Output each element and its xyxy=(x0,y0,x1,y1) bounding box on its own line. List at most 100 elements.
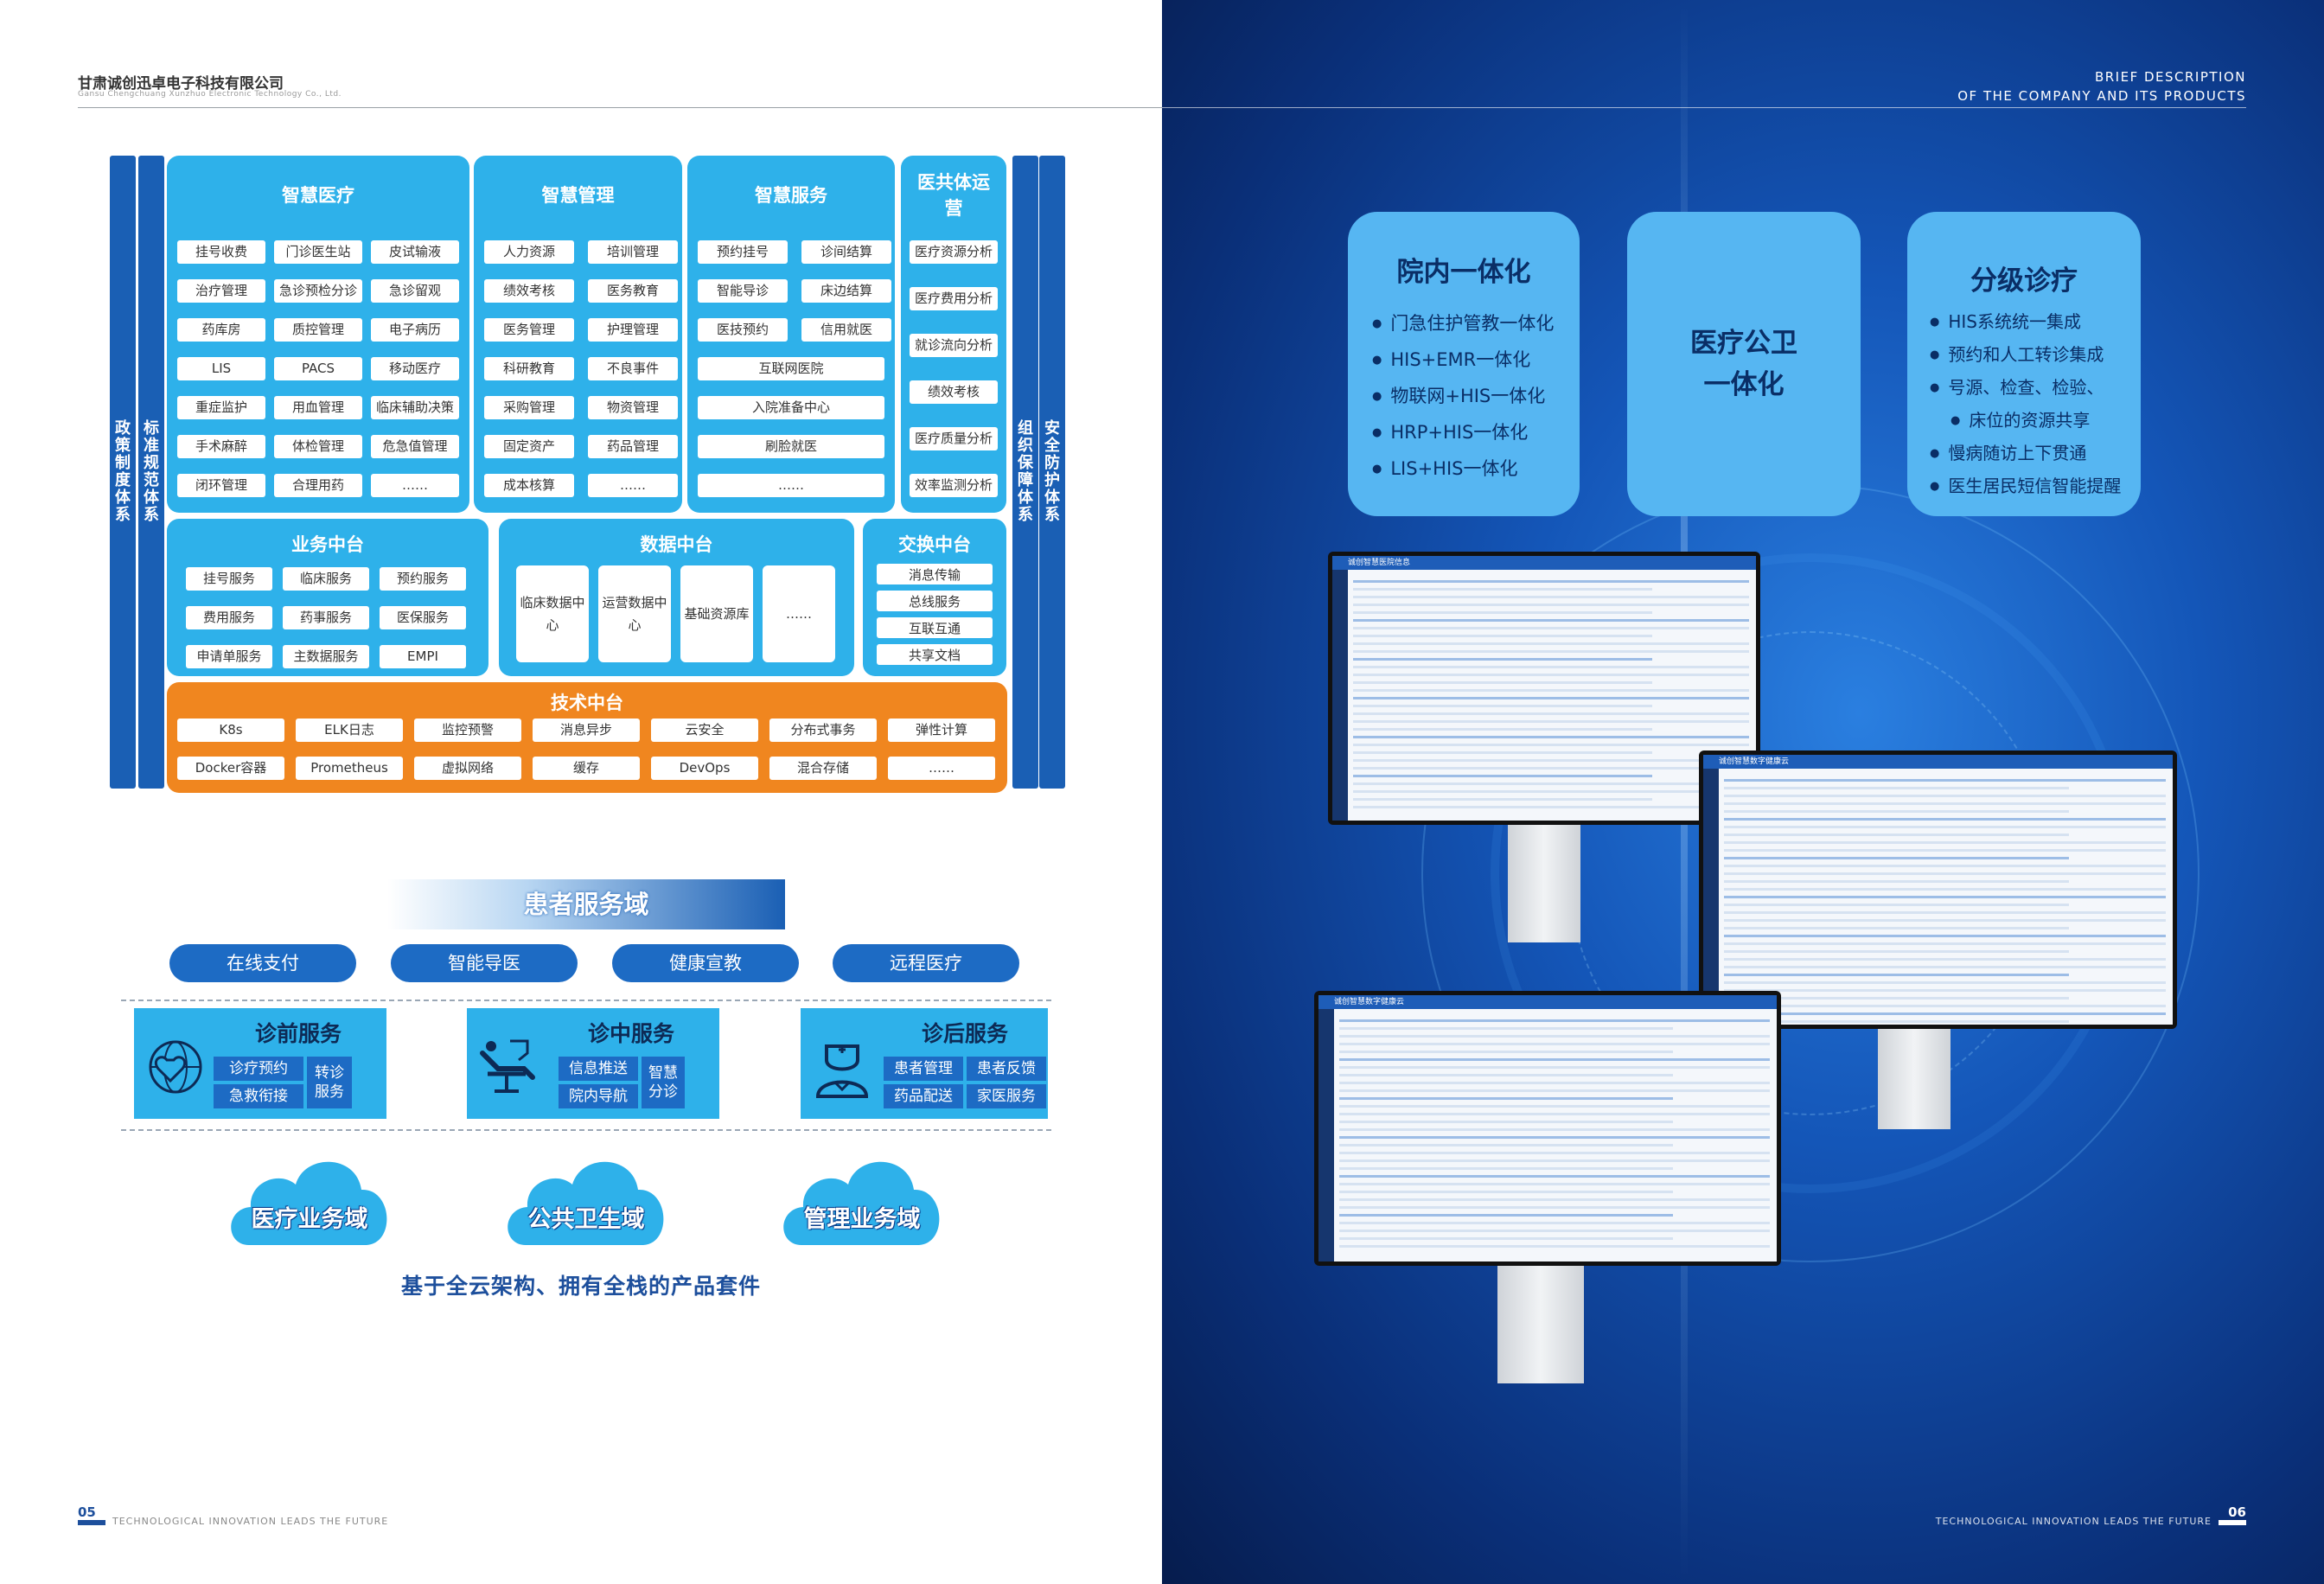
screen-content-row xyxy=(1339,1043,1770,1045)
card-list: 门急住护管教一体化 HIS+EMR一体化 物联网+HIS一体化 HRP+HIS一… xyxy=(1372,307,1554,489)
screen-content-row xyxy=(1339,1237,1673,1240)
module-chip: 急诊留观 xyxy=(371,279,459,303)
exchange-chip: 总线服务 xyxy=(877,591,993,611)
screen-content-row xyxy=(1724,896,2166,898)
data-center-block: 临床数据中心 xyxy=(516,565,589,662)
screen-content-row xyxy=(1353,666,1749,668)
module-chip: 医务教育 xyxy=(588,279,678,303)
module-chip: PACS xyxy=(274,357,362,380)
tech-chip: 消息异步 xyxy=(533,719,640,742)
screen-content-row xyxy=(1339,1066,1770,1069)
panel-exchange-center: 交换中台 消息传输总线服务互联互通共享文档 xyxy=(863,519,1006,676)
dental-chair-icon xyxy=(480,1039,535,1093)
vbar-organization: 组织保障体系 xyxy=(1012,156,1038,789)
screen-content-row xyxy=(1353,635,1652,637)
patient-domain-title-bg xyxy=(387,879,785,929)
screen-content-row xyxy=(1724,865,2166,867)
patient-domain-title: 患者服务域 xyxy=(523,890,649,919)
data-center-block: …… xyxy=(763,565,835,662)
screen-content-row xyxy=(1339,1198,1770,1201)
chip-smart-triage: 智慧分诊 xyxy=(642,1057,685,1108)
module-chip: 皮试输液 xyxy=(371,240,459,264)
module-chip: 绩效考核 xyxy=(484,279,574,303)
vbar-security: 安全防护体系 xyxy=(1039,156,1065,789)
panel-title: 智慧医疗 xyxy=(282,185,354,206)
module-chip: 闭环管理 xyxy=(177,474,265,497)
footer-slogan: TECHNOLOGICAL INNOVATION LEADS THE FUTUR… xyxy=(1935,1516,2212,1527)
vbar-policy-label: 政策制度体系 xyxy=(115,419,131,524)
module-chip: 护理管理 xyxy=(588,318,678,342)
pill-remote-medical: 远程医疗 xyxy=(833,944,1019,982)
screen-content-row xyxy=(1353,806,1749,808)
screen-sidebar xyxy=(1703,769,1719,1025)
service-pre-visit: 诊前服务 诊疗预约 急救衔接 转诊服务 xyxy=(134,1008,386,1119)
module-chip: …… xyxy=(588,474,678,497)
tech-chip: 弹性计算 xyxy=(888,719,995,742)
header-divider xyxy=(1162,107,2246,108)
service-post-visit: 诊后服务 患者管理 药品配送 患者反馈 家医服务 xyxy=(801,1008,1048,1119)
screen-content-row xyxy=(1353,604,1749,606)
tech-chip: 缓存 xyxy=(533,757,640,780)
screen-content-row xyxy=(1339,1159,1770,1162)
module-chip: 医疗费用分析 xyxy=(910,287,998,310)
card-medical-public-health: 医疗公卫 一体化 xyxy=(1627,212,1861,516)
company-name: 甘肃诚创迅卓电子科技有限公司 xyxy=(78,75,284,93)
panel-data-center: 数据中台 临床数据中心运营数据中心基础资源库…… xyxy=(499,519,854,676)
screen-content-row xyxy=(1339,1128,1770,1131)
dashed-divider xyxy=(121,1000,1051,1001)
screen-content-row xyxy=(1724,818,2166,821)
screen-content-row xyxy=(1353,681,1652,684)
header-divider xyxy=(78,107,1162,108)
panel-title: 医共体运营 xyxy=(917,172,990,219)
screen-sidebar xyxy=(1318,1009,1334,1261)
screen-content-row xyxy=(1353,775,1652,777)
panel-title: 业务中台 xyxy=(291,534,364,555)
screen-content-row xyxy=(1353,650,1749,653)
screen-content-row xyxy=(1724,904,2069,906)
screen-content-row xyxy=(1339,1058,1770,1061)
chip-emergency-link: 急救衔接 xyxy=(214,1084,303,1108)
cloud-icon xyxy=(231,1161,387,1245)
module-chip: 信用就医 xyxy=(801,318,891,342)
module-chip: 药品管理 xyxy=(588,435,678,458)
screen-content-row xyxy=(1339,1113,1770,1115)
module-chip: 效率监测分析 xyxy=(910,474,998,497)
card-title: 医疗公卫 一体化 xyxy=(1627,323,1861,406)
tech-chip: DevOps xyxy=(651,757,758,780)
module-chip: 成本核算 xyxy=(484,474,574,497)
exchange-chip: 消息传输 xyxy=(877,564,993,584)
module-chip-wide: 互联网医院 xyxy=(698,357,884,380)
monitor-screen: 诚创智慧数字健康云 xyxy=(1318,995,1777,1261)
screen-titlebar: 诚创智慧数字健康云 xyxy=(1703,755,2173,769)
module-chip: 就诊流向分析 xyxy=(910,334,998,357)
list-item: 物联网+HIS一体化 xyxy=(1372,380,1554,416)
pill-smart-guide: 智能导医 xyxy=(391,944,578,982)
module-chip: 培训管理 xyxy=(588,240,678,264)
screen-content-row xyxy=(1339,1136,1770,1139)
monitor-stand xyxy=(1508,821,1580,942)
module-chip: 合理用药 xyxy=(274,474,362,497)
service-title: 诊中服务 xyxy=(587,1021,674,1046)
nurse-icon xyxy=(815,1044,869,1098)
chip-family-doctor: 家医服务 xyxy=(967,1084,1046,1108)
module-chip-wide: …… xyxy=(698,474,884,497)
module-chip: 手术麻醉 xyxy=(177,435,265,458)
chip-patient-feedback: 患者反馈 xyxy=(967,1057,1046,1081)
heart-globe-icon xyxy=(149,1040,202,1094)
screen-content-row xyxy=(1339,1167,1673,1170)
module-chip: 医务管理 xyxy=(484,318,574,342)
service-chip: 申请单服务 xyxy=(186,645,272,668)
screen-content-row xyxy=(1724,935,2166,937)
footer-slogan: TECHNOLOGICAL INNOVATION LEADS THE FUTUR… xyxy=(112,1516,389,1527)
tech-chip: Prometheus xyxy=(296,757,403,780)
screen-content-row xyxy=(1724,795,2166,797)
module-chip: 用血管理 xyxy=(274,396,362,419)
screen-content-row xyxy=(1339,1245,1770,1248)
screen-content-row xyxy=(1724,942,2166,945)
screen-content-row xyxy=(1353,596,1749,598)
vbar-security-label: 安全防护体系 xyxy=(1044,419,1060,524)
list-item: 床位的资源共享 xyxy=(1930,406,2121,438)
tech-chip: 混合存储 xyxy=(769,757,877,780)
screen-content-row xyxy=(1339,1175,1770,1178)
